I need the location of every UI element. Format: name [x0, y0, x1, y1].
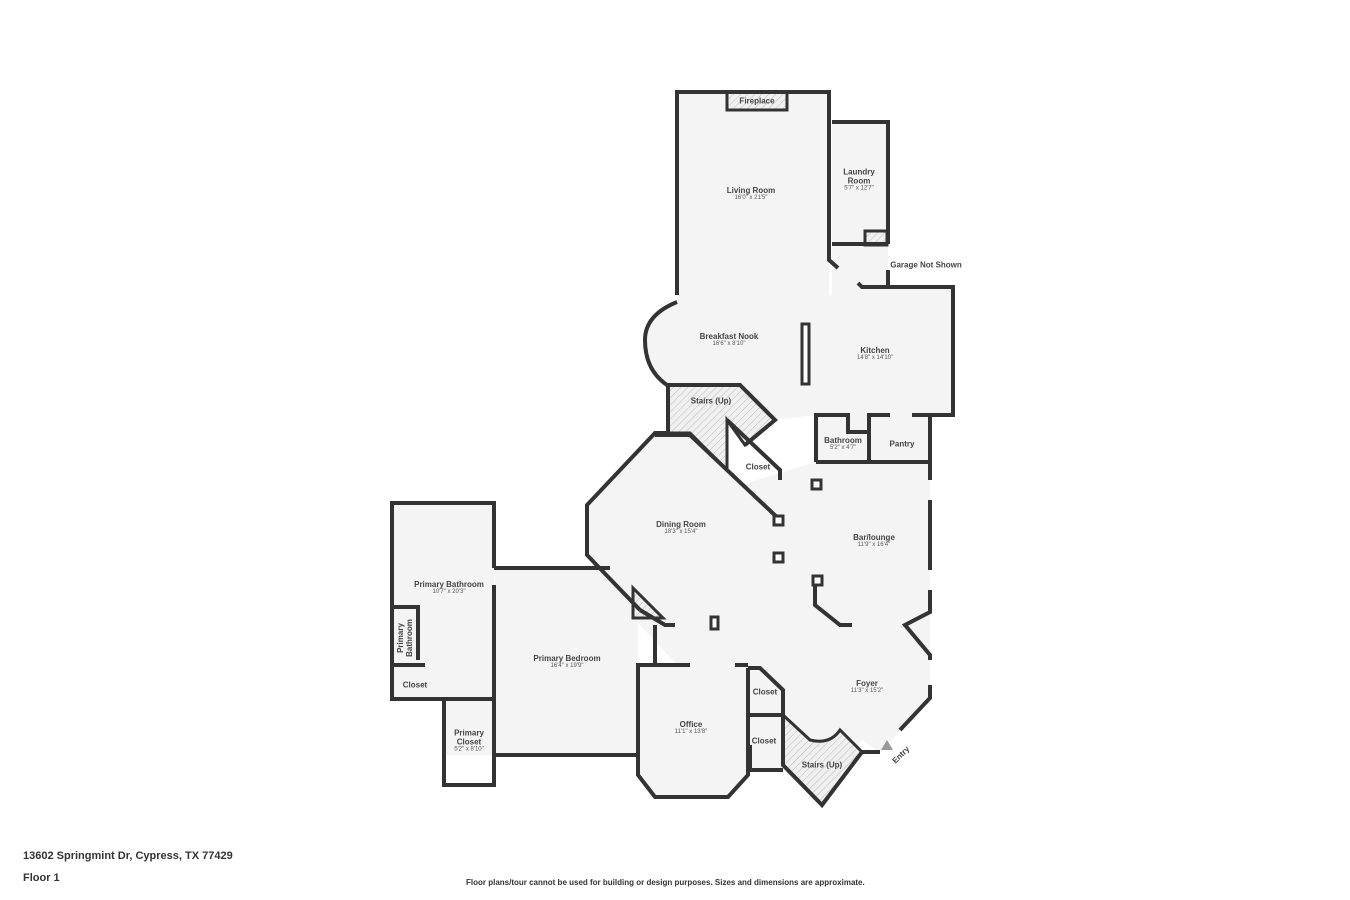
address: 13602 Springmint Dr, Cypress, TX 77429	[23, 850, 233, 862]
room-closet-1: Closet	[745, 462, 771, 472]
entry-arrow-icon	[881, 740, 893, 750]
floor-label: Floor 1	[23, 872, 60, 884]
room-primary-bathroom-2: Primary Bathroom	[395, 619, 414, 657]
room-fireplace: Fireplace	[739, 96, 775, 106]
room-closet-4: Closet	[751, 736, 777, 746]
room-pantry: Pantry	[889, 439, 915, 449]
room-stairs-up-2: Stairs (Up)	[801, 760, 843, 770]
room-stairs-up-1: Stairs (Up)	[690, 396, 732, 406]
room-closet-3: Closet	[752, 687, 778, 697]
room-garage: Garage Not Shown	[890, 260, 962, 270]
room-closet-2: Closet	[402, 680, 428, 690]
disclaimer: Floor plans/tour cannot be used for buil…	[466, 878, 865, 887]
